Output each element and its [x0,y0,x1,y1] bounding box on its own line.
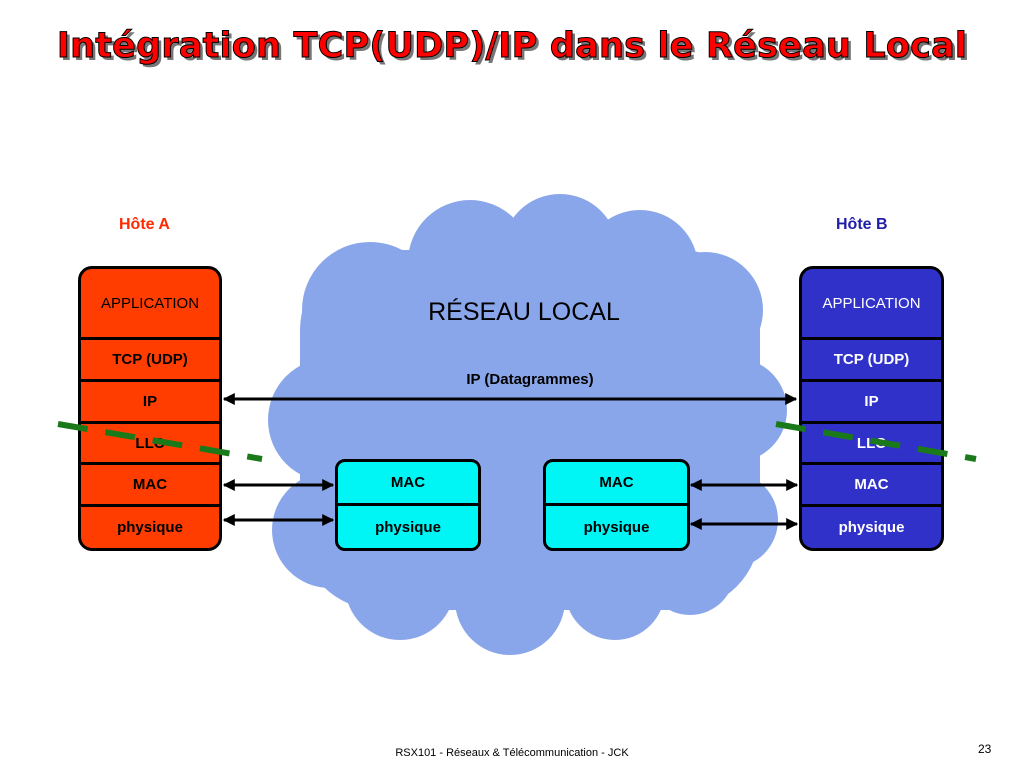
layer-label: physique [117,519,183,536]
layer-label: MAC [132,476,168,493]
device-1-physical: physique [375,518,441,536]
network-device-1: MAC physique [335,459,481,551]
layer-label: physique [838,519,905,536]
host-b-separator-dashed-line [775,421,977,462]
host-a-label: Hôte A [119,216,170,233]
layer-label: APPLICATION [822,294,921,312]
host-a-layer-mac: MAC [81,465,219,507]
layer-label: IP [142,393,158,410]
host-b-layer-application: APPLICATION [802,269,941,340]
ip-link-label: IP (Datagrammes) [466,371,594,388]
slide-title: Intégration TCP(UDP)/IP dans le Réseau L… [56,26,968,67]
host-a-layer-transport: TCP (UDP) [81,340,219,382]
device-2-physical: physique [583,518,650,536]
host-a-separator-dashed-line [57,421,263,462]
page-number: 23 [978,742,992,756]
host-b-layer-mac: MAC [802,465,941,507]
host-a-layer-ip: IP [81,382,219,424]
layer-label: TCP (UDP) [833,351,910,368]
layer-label: TCP (UDP) [112,351,188,368]
network-device-2: MAC physique [543,459,690,551]
layer-label: MAC [854,476,889,493]
layer-label: IP [864,393,879,410]
layer-label: APPLICATION [100,294,200,312]
host-b-layer-physical: physique [802,507,941,548]
footer-text: RSX101 - Réseaux & Télécommunication - J… [395,747,629,759]
network-label: RÉSEAU LOCAL [428,298,620,326]
host-b-stack: APPLICATION TCP (UDP) IP LLC MAC physiqu… [799,266,944,551]
host-a-layer-physical: physique [81,507,219,548]
host-b-label: Hôte B [836,216,888,233]
host-b-layer-transport: TCP (UDP) [802,340,941,382]
host-a-layer-application: APPLICATION [81,269,219,340]
host-a-stack: APPLICATION TCP (UDP) IP LLC MAC physiqu… [78,266,222,551]
host-b-layer-ip: IP [802,382,941,424]
device-2-mac: MAC [546,462,687,506]
device-1-mac: MAC [338,462,478,506]
